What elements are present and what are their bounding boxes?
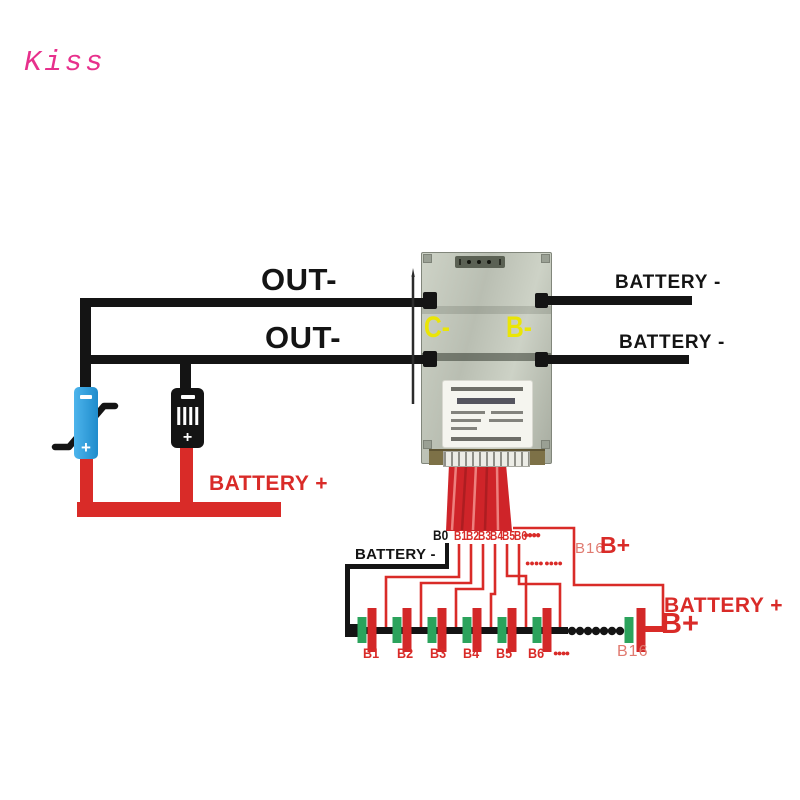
balance-b1-label: B1 [454, 528, 467, 543]
out-minus-label-1: OUT- [261, 262, 338, 297]
battery-minus-label-1: BATTERY - [615, 272, 722, 293]
b-plus-stub [645, 626, 664, 632]
fuse-plus-mark: + [81, 438, 91, 457]
balance-b16-label: B16 [575, 540, 605, 557]
board-corner-tab [541, 440, 550, 449]
balance-b3-label: B3 [478, 528, 491, 543]
board-corner-tab [423, 254, 432, 263]
charger-stripes [176, 407, 199, 425]
board-seam [422, 306, 551, 314]
cell-b4-label: B4 [463, 645, 480, 661]
balance-b4-label: B4 [490, 528, 503, 543]
board-spec-sticker [442, 380, 533, 448]
b16-cell-pos [636, 608, 646, 652]
battery-minus-balance-label: BATTERY - [355, 546, 436, 563]
balance-b-plus-label: B+ [600, 532, 631, 558]
cell-b1-label: B1 [363, 645, 380, 661]
b-plus-right-label: B+ [661, 608, 699, 640]
board-b-minus-label: B- [506, 311, 532, 344]
b0-wire [345, 543, 449, 630]
battery-cells [357, 608, 664, 652]
sensor-lead [411, 268, 415, 404]
board-corner-tab [541, 254, 550, 263]
series-ellipsis-dots [567, 626, 625, 636]
charge-port-component: + [171, 388, 204, 448]
black-power-wires [80, 292, 692, 393]
cell-b16-label: B16 [617, 643, 649, 660]
battery-plus-left-label: BATTERY + [209, 472, 329, 495]
cell-ellipsis: ●●●● [553, 648, 570, 658]
cell-b6-label: B6 [528, 645, 545, 661]
balance-b0-label: B0 [433, 527, 449, 543]
b16-cell-neg [624, 617, 634, 643]
balance-ellipsis-top: ●●●● [523, 530, 541, 541]
balance-b5-label: B5 [502, 528, 515, 543]
battery-minus-label-2: BATTERY - [619, 332, 726, 353]
board-c-minus-label: C- [424, 311, 450, 344]
cell-b5-label: B5 [496, 645, 513, 661]
balance-ellipsis-mid: ●●●● ●●●● [525, 558, 563, 568]
battery-plus-right-label: BATTERY + [664, 594, 784, 617]
fuse-component: + [74, 387, 98, 459]
balance-b2-label: B2 [466, 528, 479, 543]
board-seam [422, 353, 551, 361]
charger-minus-mark [180, 395, 195, 399]
fuse-minus-mark [80, 395, 92, 399]
board-top-port [455, 256, 505, 268]
cell-b2-label: B2 [397, 645, 414, 661]
out-minus-label-2: OUT- [265, 320, 342, 355]
red-power-wires [77, 445, 281, 517]
watermark: Kiss [24, 46, 106, 79]
balance-connector [443, 451, 530, 467]
cell-b3-label: B3 [430, 645, 447, 661]
charger-plus-mark: + [182, 429, 193, 446]
board-corner-tab [423, 440, 432, 449]
balance-wires [384, 526, 665, 631]
balance-ribbon-cable [446, 464, 512, 531]
balance-b6-label: B6 [514, 528, 527, 543]
